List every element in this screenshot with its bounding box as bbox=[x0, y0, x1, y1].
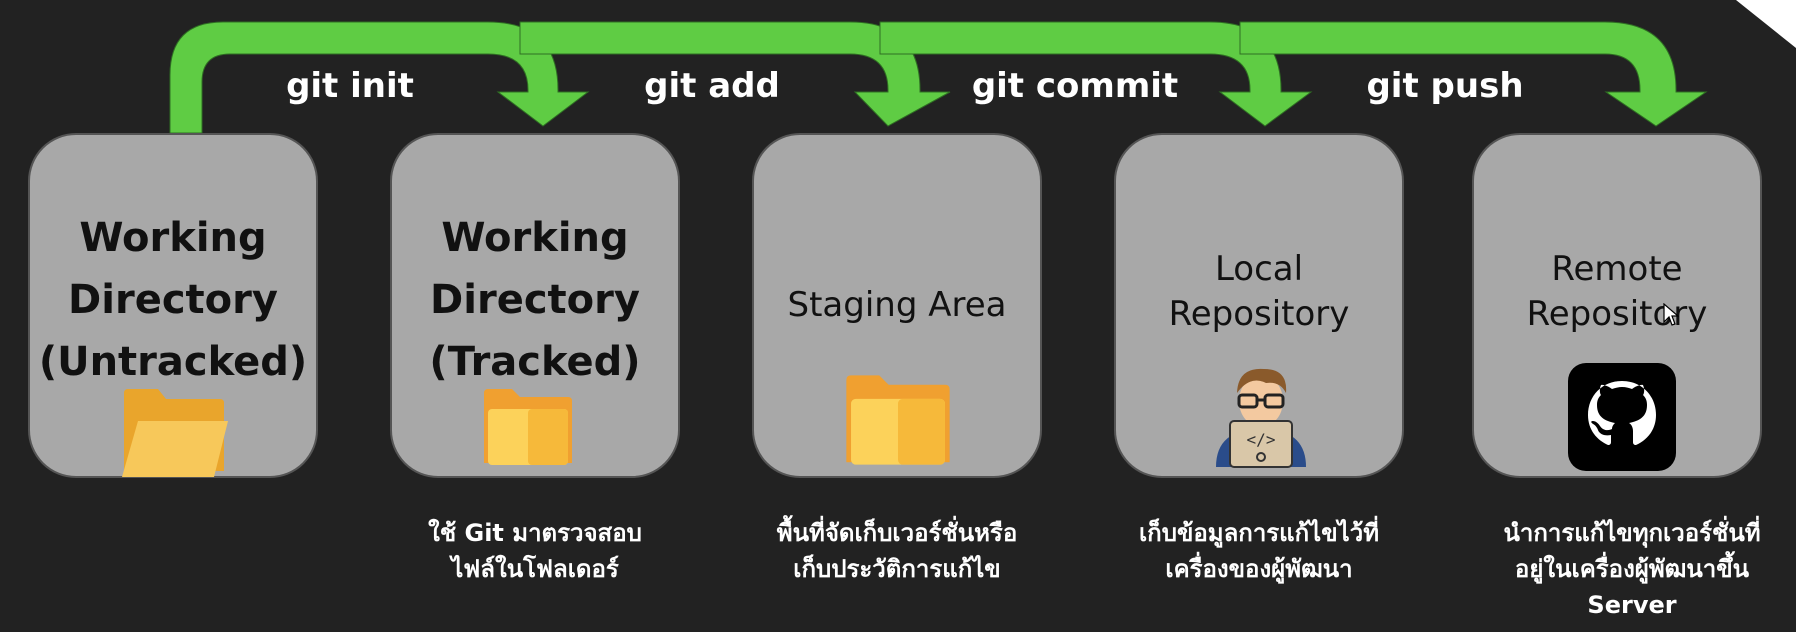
stage-local-repository: Local Repository </> bbox=[1114, 133, 1404, 478]
arrow-git-push bbox=[1239, 21, 1708, 127]
arrow-git-init bbox=[169, 21, 590, 134]
label-git-init: git init bbox=[286, 66, 414, 106]
stage-remote-repository: Remote Repository bbox=[1472, 133, 1762, 478]
github-icon bbox=[1568, 363, 1676, 471]
caption-tracked: ใช้ Git มาตรวจสอบ ไฟล์ในโฟลเดอร์ bbox=[428, 519, 642, 583]
stage-title: Local Repository bbox=[1168, 249, 1350, 334]
folder-icon bbox=[484, 389, 572, 465]
stage-working-directory-tracked: Working Directory (Tracked) bbox=[390, 133, 680, 478]
svg-text:</>: </> bbox=[1247, 430, 1276, 449]
stage-working-directory-untracked: Working Directory (Untracked) bbox=[28, 133, 318, 478]
stage-title: Working Directory (Untracked) bbox=[38, 215, 308, 385]
caption-remote: นำการแก้ไขทุกเวอร์ชั่นที่ อยู่ในเครื่องผ… bbox=[1503, 519, 1761, 619]
caption-staging: พื้นที่จัดเก็บเวอร์ชั่นหรือ เก็บประวัติก… bbox=[776, 519, 1018, 583]
mouse-cursor-icon bbox=[1663, 303, 1679, 326]
stage-staging-area: Staging Area bbox=[752, 133, 1042, 478]
developer-icon: </> bbox=[1216, 368, 1306, 468]
stage-title: Working Directory (Tracked) bbox=[429, 215, 641, 385]
caption-local: เก็บข้อมูลการแก้ไขไว้ที่ เครื่องของผู้พั… bbox=[1138, 519, 1380, 583]
label-git-add: git add bbox=[644, 66, 780, 106]
stage-title: Staging Area bbox=[787, 285, 1007, 325]
stage-title: Remote Repository bbox=[1526, 249, 1708, 334]
label-git-push: git push bbox=[1366, 66, 1524, 106]
folder-icon bbox=[846, 375, 950, 465]
folder-icon bbox=[122, 389, 228, 477]
label-git-commit: git commit bbox=[971, 66, 1179, 106]
